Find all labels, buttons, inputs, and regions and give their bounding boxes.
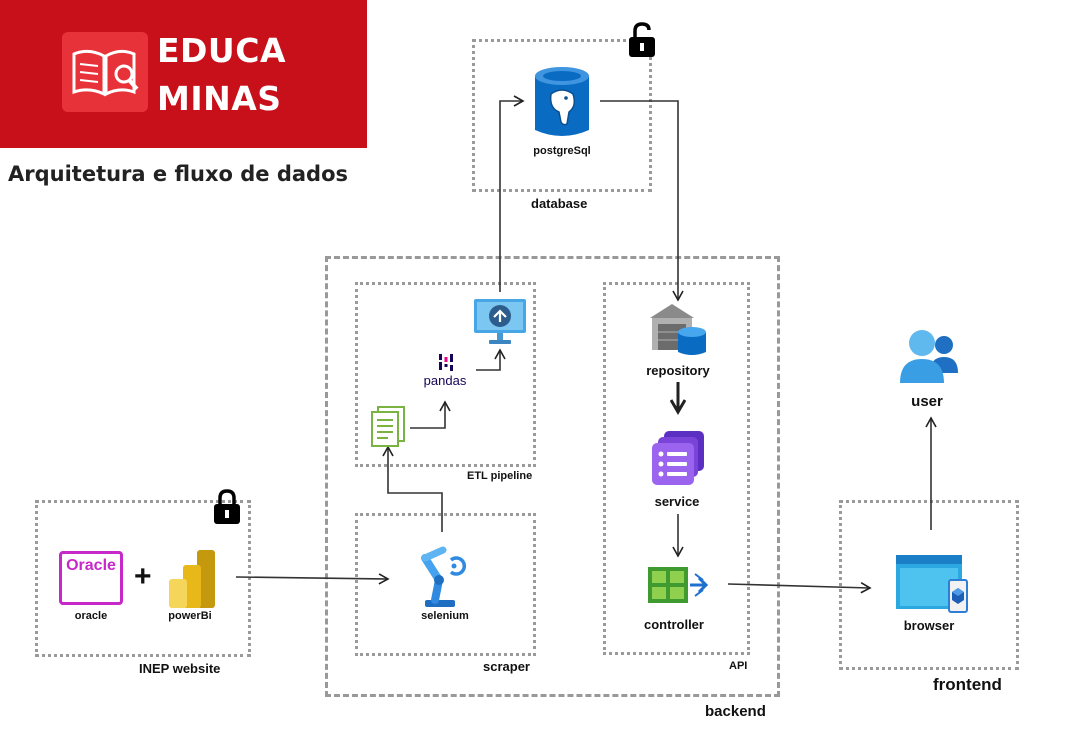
controller-to-browser-line bbox=[727, 582, 872, 594]
frontend-group-label: frontend bbox=[933, 675, 1002, 694]
brand-line-1: EDUCA bbox=[157, 31, 286, 70]
inep-group bbox=[35, 500, 251, 657]
backend-group bbox=[325, 256, 780, 697]
pandas-to-upload-line bbox=[476, 348, 506, 371]
grid-arrow-icon bbox=[648, 567, 709, 603]
postgres-to-repository-line bbox=[600, 100, 684, 302]
robot-arm-icon bbox=[421, 546, 467, 607]
user-label: user bbox=[911, 393, 943, 410]
scraper-group-label: scraper bbox=[483, 659, 530, 674]
etl-group bbox=[355, 282, 536, 467]
brand-banner: EDUCA MINAS bbox=[0, 0, 367, 148]
api-group bbox=[603, 282, 750, 655]
upload-monitor-icon bbox=[474, 299, 526, 344]
oracle-label: oracle bbox=[74, 610, 108, 622]
locked-padlock-icon bbox=[214, 489, 240, 524]
selenium-to-docs-line bbox=[382, 445, 443, 532]
browser-window-icon bbox=[896, 555, 968, 613]
page-title: Arquitetura e fluxo de dados bbox=[8, 162, 348, 186]
api-group-label: API bbox=[729, 660, 748, 672]
brand-line-2: MINAS bbox=[157, 79, 282, 118]
database-group bbox=[472, 39, 652, 192]
etl-group-label: ETL pipeline bbox=[467, 470, 533, 482]
docs-to-pandas-line bbox=[410, 400, 451, 429]
powerbi-icon bbox=[169, 550, 215, 608]
pandas-label: pandas bbox=[423, 373, 467, 388]
postgres-label: postgreSql bbox=[533, 145, 591, 157]
scraper-group bbox=[355, 513, 536, 656]
repository-label: repository bbox=[646, 363, 710, 378]
oracle-logo: Oracle bbox=[59, 551, 123, 605]
document-icon bbox=[371, 406, 405, 447]
powerbi-label: powerBi bbox=[168, 610, 212, 622]
plus-sign: + bbox=[134, 560, 152, 593]
database-group-label: database bbox=[531, 196, 588, 211]
pandas-icon bbox=[439, 354, 453, 371]
backend-group-label: backend bbox=[705, 703, 766, 720]
browser-label: browser bbox=[903, 618, 955, 633]
frontend-group bbox=[839, 500, 1019, 670]
book-search-icon bbox=[62, 32, 148, 112]
postgres-elephant-icon bbox=[535, 67, 589, 136]
inep-group-label: INEP website bbox=[139, 661, 221, 676]
selenium-label: selenium bbox=[421, 610, 469, 622]
users-icon bbox=[900, 330, 958, 383]
unlocked-padlock-icon bbox=[629, 22, 655, 57]
inep-to-selenium-line bbox=[235, 573, 390, 585]
list-stack-icon bbox=[652, 431, 704, 485]
etl-to-postgres-line bbox=[499, 95, 525, 292]
warehouse-database-icon bbox=[650, 304, 706, 355]
service-label: service bbox=[654, 494, 700, 509]
controller-label: controller bbox=[644, 617, 704, 632]
